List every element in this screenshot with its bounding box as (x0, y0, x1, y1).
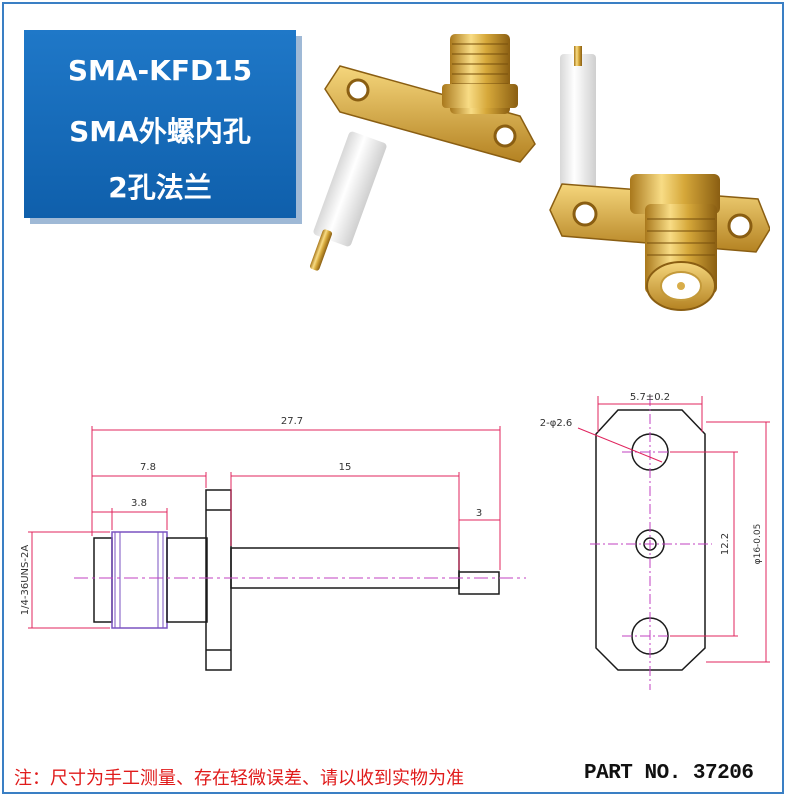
thread-hatch (114, 532, 164, 628)
model-name: SMA-KFD15 (67, 54, 253, 87)
dim-flange-length: φ16-0.05 (753, 524, 763, 565)
dim-body-length: 15 (339, 462, 352, 473)
measurement-note: 注：尺寸为手工测量、存在轻微误差、请以收到实物为准 (14, 768, 464, 789)
dim-front-length: 7.8 (140, 462, 156, 473)
dimension-lines-front (577, 396, 770, 663)
dim-thread-spec: 1/4-36UNS-2A (20, 545, 31, 616)
dim-flange-width: 5.7±0.2 (630, 392, 670, 403)
technical-drawing: 27.7 7.8 15 3.8 3 1/4-36UNS-2A 5.7±0.2 2… (20, 392, 770, 690)
centerlines-front (590, 396, 712, 690)
dim-hole-spacing: 12.2 (720, 533, 731, 555)
side-view (93, 489, 500, 671)
product-photo (309, 34, 770, 311)
part-number: PART NO. 37206 (584, 762, 754, 785)
dimension-lines-side (28, 426, 501, 629)
image-border (2, 2, 784, 794)
dim-pin-length: 3 (476, 508, 482, 519)
connector-type: SMA外螺内孔 (69, 115, 251, 148)
title-banner: SMA-KFD15 SMA外螺内孔 2孔法兰 (24, 30, 296, 218)
dim-hole-diameter: 2-φ2.6 (540, 418, 572, 429)
dim-nut-length: 3.8 (131, 498, 147, 509)
flange-type: 2孔法兰 (108, 171, 212, 204)
dim-overall-length: 27.7 (281, 416, 303, 427)
connector-photo-right (549, 46, 770, 311)
connector-photo-left (309, 34, 536, 271)
